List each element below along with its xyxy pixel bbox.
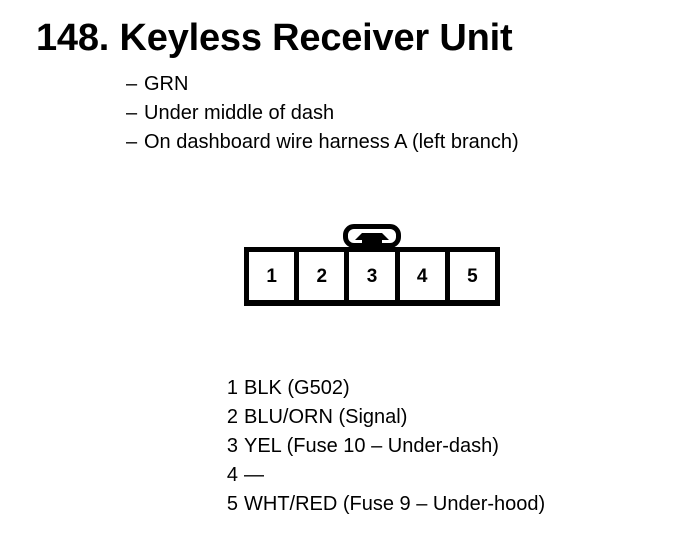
spec-list-item: –GRN <box>126 70 519 99</box>
pin-number: 2 <box>226 406 238 428</box>
cavity-number: 5 <box>467 265 478 287</box>
pin-description: — <box>244 464 264 486</box>
connector-diagram: 1 2 3 4 5 <box>244 224 500 306</box>
pin-number: 3 <box>226 435 238 457</box>
spec-dash-icon: – <box>126 102 138 124</box>
cavity-number: 3 <box>366 265 378 287</box>
spec-list-item-label: GRN <box>144 73 189 95</box>
pin-number: 5 <box>226 493 238 515</box>
connector-cavity-2: 2 <box>299 252 345 300</box>
connector-cavity-4: 4 <box>399 252 445 300</box>
pin-description: BLU/ORN (Signal) <box>244 406 408 428</box>
pin-legend-row: 3 YEL (Fuse 10 – Under-dash) <box>218 432 545 461</box>
spec-list-item: –Under middle of dash <box>126 99 519 128</box>
spec-dash-icon: – <box>126 131 138 153</box>
pin-description: YEL (Fuse 10 – Under-dash) <box>244 435 499 457</box>
connector-cavity-3: 3 <box>349 252 395 300</box>
spec-list: –GRN –Under middle of dash –On dashboard… <box>126 70 519 157</box>
cavity-number: 2 <box>316 265 328 287</box>
pin-legend-row: 2 BLU/ORN (Signal) <box>218 403 545 432</box>
spec-dash-icon: – <box>126 73 138 95</box>
cavity-number: 4 <box>416 265 428 287</box>
pin-legend-row: 5 WHT/RED (Fuse 9 – Under-hood) <box>218 490 545 519</box>
spec-list-item-label: On dashboard wire harness A (left branch… <box>144 131 519 153</box>
spec-list-item: –On dashboard wire harness A (left branc… <box>126 128 519 157</box>
connector-cavity-5: 5 <box>449 252 496 300</box>
pin-legend-row: 4— <box>218 461 545 490</box>
connector-latch-icon <box>343 224 401 250</box>
pin-number: 4 <box>226 464 238 486</box>
pin-number: 1 <box>226 377 238 399</box>
latch-tab-shape <box>355 233 389 250</box>
cavity-number: 1 <box>266 265 277 287</box>
connector-cavity-1: 1 <box>249 252 295 300</box>
pin-legend-row: 1 BLK (G502) <box>218 374 545 403</box>
spec-list-item-label: Under middle of dash <box>144 102 335 124</box>
pin-description: WHT/RED (Fuse 9 – Under-hood) <box>244 493 546 515</box>
connector-shell: 1 2 3 4 5 <box>244 247 500 306</box>
pin-legend: 1 BLK (G502) 2 BLU/ORN (Signal) 3 YEL (Fuse… <box>218 374 545 519</box>
page-title: 148. Keyless Receiver Unit <box>36 17 513 59</box>
pin-description: BLK (G502) <box>244 377 350 399</box>
